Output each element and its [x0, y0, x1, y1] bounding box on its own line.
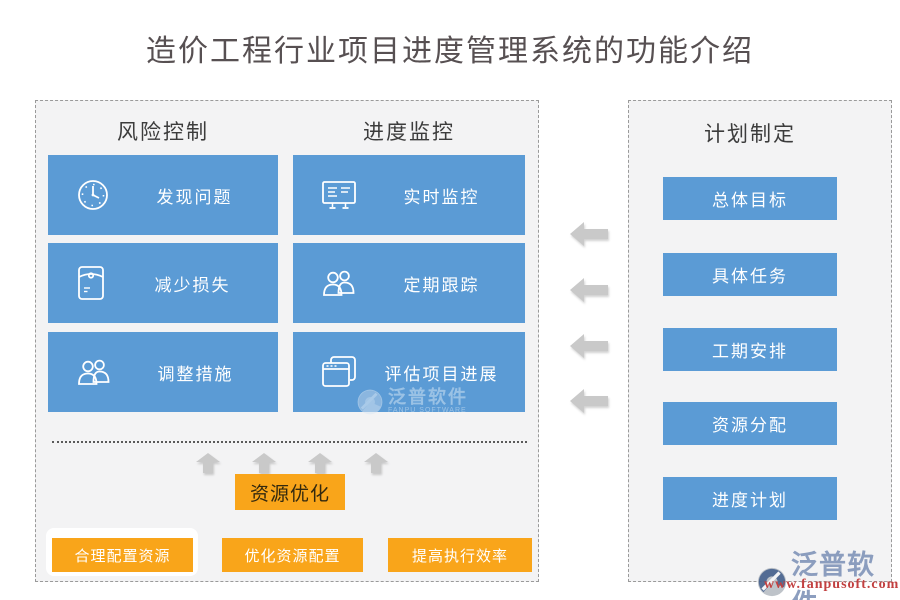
benefit-label: 提高执行效率 — [411, 548, 508, 565]
fanpu-website-url: www.fanpusoft.com — [764, 577, 900, 592]
envelope-icon — [75, 264, 107, 302]
feature-box-discover-issues: 发现问题 — [48, 155, 278, 235]
up-arrow-icon — [364, 453, 388, 473]
plan-label: 总体目标 — [712, 191, 788, 210]
plan-label: 资源分配 — [712, 416, 788, 435]
feature-box-evaluate-progress: 评估项目进展 — [293, 332, 525, 412]
plan-box-overall-goal: 总体目标 — [663, 177, 837, 220]
column-header-risk-control: 风险控制 — [117, 120, 209, 144]
feature-label: 发现问题 — [156, 187, 233, 207]
left-arrow-icon — [570, 334, 608, 358]
feature-label: 评估项目进展 — [384, 364, 499, 384]
left-arrow-icon — [570, 389, 608, 413]
feature-label: 定期跟踪 — [403, 275, 480, 295]
feature-box-periodic-tracking: 定期跟踪 — [293, 243, 525, 323]
fanpu-logo-icon — [756, 566, 788, 598]
stacked-windows-icon — [320, 355, 358, 389]
clock-icon — [75, 177, 111, 213]
watermark-brand-en: FANPU SOFTWARE — [388, 407, 467, 414]
column-header-progress-monitoring: 进度监控 — [363, 120, 455, 144]
fanpu-logo: 泛普软件 — [756, 543, 900, 600]
page-title: 造价工程行业项目进度管理系统的功能介绍 — [146, 35, 754, 68]
resource-optimization-box: 资源优化 — [235, 474, 345, 510]
center-watermark: 泛普软件 FANPU SOFTWARE — [356, 388, 468, 416]
feature-label: 调整措施 — [157, 364, 234, 384]
up-arrow-icon — [252, 453, 276, 473]
people-icon — [75, 356, 113, 388]
plan-label: 具体任务 — [712, 267, 788, 286]
feature-label: 减少损失 — [154, 275, 231, 295]
fanpu-logo-text: 泛普软件 — [791, 550, 875, 600]
plan-box-schedule-arrangement: 工期安排 — [663, 328, 837, 371]
up-arrow-icon — [308, 453, 332, 473]
column-header-plan-formulation: 计划制定 — [704, 122, 796, 146]
left-arrow-icon — [570, 222, 608, 246]
benefit-box: 优化资源配置 — [222, 538, 363, 572]
plan-label: 工期安排 — [712, 342, 788, 361]
feature-label: 实时监控 — [403, 187, 480, 207]
up-arrow-icon — [196, 453, 220, 473]
watermark-brand: 泛普软件 — [388, 387, 468, 407]
plan-label: 进度计划 — [712, 491, 788, 510]
plan-box-specific-tasks: 具体任务 — [663, 253, 837, 296]
people-icon — [320, 267, 358, 299]
dashboard-icon — [320, 179, 358, 211]
benefit-box: 提高执行效率 — [388, 538, 532, 572]
plan-box-progress-plan: 进度计划 — [663, 477, 837, 520]
plan-box-resource-allocation: 资源分配 — [663, 402, 837, 445]
benefit-label: 合理配置资源 — [74, 548, 171, 565]
benefit-label: 优化资源配置 — [244, 548, 341, 565]
fanpu-logo-icon — [356, 388, 384, 416]
benefit-box: 合理配置资源 — [52, 538, 193, 572]
dotted-separator — [52, 441, 527, 443]
feature-box-reduce-losses: 减少损失 — [48, 243, 278, 323]
feature-box-adjust-measures: 调整措施 — [48, 332, 278, 412]
resource-optimization-label: 资源优化 — [249, 483, 330, 505]
left-arrow-icon — [570, 278, 608, 302]
feature-box-realtime-monitoring: 实时监控 — [293, 155, 525, 235]
